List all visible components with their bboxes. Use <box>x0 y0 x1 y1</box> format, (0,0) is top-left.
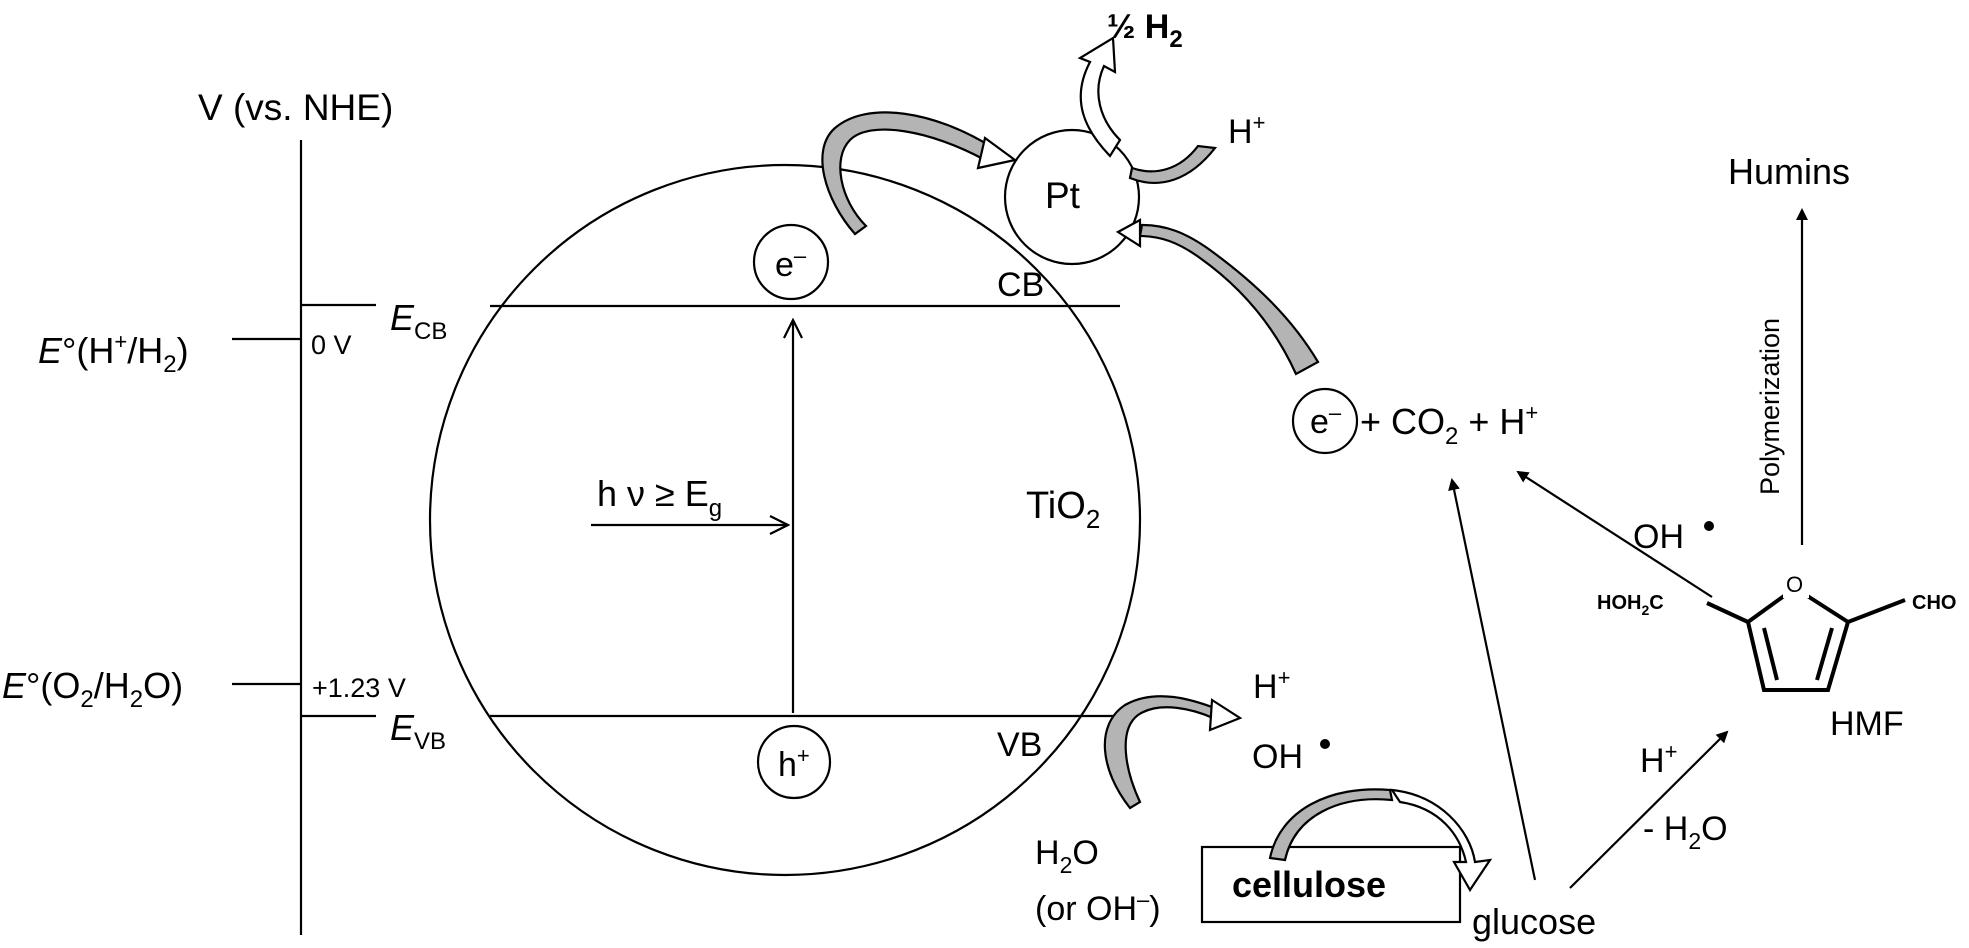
zero-volt-label: 0 V <box>311 330 352 360</box>
ch2oh-bond <box>1706 601 1749 624</box>
co2-electron-circle <box>1291 387 1359 455</box>
right-hplus-label: H+ <box>1640 739 1677 780</box>
tio2-circle <box>428 163 1142 877</box>
evb-label: EVB <box>390 707 446 755</box>
minus-water-label: - H2O <box>1643 810 1728 854</box>
co2-products-label: + CO2 + H+ <box>1360 400 1538 450</box>
h2-product-label: ½ H2 <box>1107 8 1183 53</box>
co2-electron-label: e– <box>1310 400 1342 441</box>
ecb-label: ECB <box>390 297 447 345</box>
vb-oh-radical-dot <box>1320 739 1330 749</box>
electron-injection-arrow <box>1115 218 1320 376</box>
water-oxidation-arrow <box>1103 695 1243 810</box>
water-label: H2O <box>1035 834 1099 878</box>
tio2-particle: CB VB TiO2 e– h+ h ν ≥ Eg <box>428 163 1142 877</box>
h2-evolution-arrow <box>1077 36 1122 158</box>
double-bond-left <box>1762 627 1779 681</box>
cellulose-label: cellulose <box>1232 864 1386 905</box>
hydrolysis-arrow <box>1268 788 1493 893</box>
hplus-to-pt-arrow <box>1128 144 1218 185</box>
glucose-to-hmf-arrow <box>1569 730 1729 889</box>
hoh2c-label: HOH2C <box>1597 592 1664 618</box>
cho-bond <box>1847 598 1906 624</box>
cellulose-box <box>1200 845 1462 924</box>
glucose-label: glucose <box>1472 901 1596 942</box>
ohdot-radical-dot <box>1704 521 1714 531</box>
h2-redox-label: E°(H+/H2) <box>38 329 189 378</box>
ohdot-label: OH <box>1633 518 1684 556</box>
pt-label: Pt <box>1045 175 1081 216</box>
hmf-label: HMF <box>1830 705 1904 743</box>
light-label: h ν ≥ Eg <box>597 473 722 522</box>
or-hydroxide-label: (or OH–) <box>1035 887 1161 928</box>
pt-cocatalyst: Pt <box>1003 128 1141 266</box>
vb-oh-radical-label: OH <box>1252 738 1303 776</box>
cho-label: CHO <box>1912 592 1956 614</box>
ring-oxygen-mask <box>1783 572 1809 598</box>
polymerization-label: Polymerization <box>1755 318 1785 495</box>
cb-label: CB <box>997 266 1044 304</box>
o2-redox-label: E°(O2/H2O) <box>2 665 183 713</box>
vb-hole-circle <box>756 724 832 800</box>
vb-label: VB <box>997 726 1042 764</box>
double-bond-right <box>1815 627 1834 681</box>
pt-circle <box>1003 128 1141 266</box>
hplus-pt-label: H+ <box>1228 110 1265 151</box>
potential-axis: V (vs. NHE) E°(H+/H2) 0 V ECB E°(O2/H2O)… <box>2 87 447 935</box>
cb-electron-label: e– <box>775 243 807 284</box>
vb-hole-label: h+ <box>778 743 810 784</box>
axis-title: V (vs. NHE) <box>198 87 393 128</box>
hmf-to-co2-arrow <box>1516 470 1713 598</box>
vb-hplus-label: H+ <box>1253 665 1290 706</box>
furan-ring <box>1745 585 1851 692</box>
tio2-label: TiO2 <box>1026 485 1100 534</box>
electron-transfer-arrow <box>821 111 1018 236</box>
cb-electron-circle <box>752 223 830 301</box>
hmf-structure: O HOH2C CHO HMF <box>1597 572 1956 743</box>
glucose-to-co2-arrow <box>1448 478 1537 881</box>
plus-volt-label: +1.23 V <box>312 673 406 703</box>
humins-label: Humins <box>1728 151 1850 192</box>
ring-oxygen-label: O <box>1786 572 1803 597</box>
